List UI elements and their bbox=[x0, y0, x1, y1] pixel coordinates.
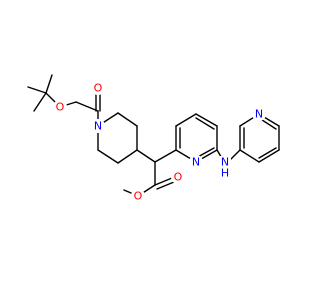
atom-oxygen-boc-ester: O bbox=[56, 101, 65, 114]
bond bbox=[258, 149, 280, 163]
bond bbox=[75, 101, 99, 112]
atom-nitrogen-pyridine-2: N bbox=[255, 108, 263, 121]
bond bbox=[258, 147, 277, 159]
bond bbox=[229, 149, 241, 161]
atom-hydrogen-amine: H bbox=[221, 167, 229, 180]
bond bbox=[154, 149, 177, 163]
bond bbox=[27, 86, 47, 94]
molecule-structure: O O N O O N N H N bbox=[27, 74, 280, 203]
atom-oxygen-ester-carbonyl: O bbox=[174, 171, 183, 184]
bond bbox=[175, 113, 197, 127]
bond bbox=[195, 113, 218, 127]
bond bbox=[45, 74, 53, 94]
bond bbox=[97, 149, 119, 164]
bond bbox=[154, 177, 173, 186]
bond bbox=[195, 117, 215, 130]
atom-nitrogen-pyridine-1: N bbox=[192, 156, 200, 169]
atom-oxygen-methoxy: O bbox=[134, 190, 143, 203]
atom-nitrogen-piperidine: N bbox=[94, 120, 102, 133]
bond bbox=[136, 149, 156, 163]
bond bbox=[33, 92, 47, 112]
bond bbox=[117, 112, 138, 127]
bond bbox=[156, 181, 175, 190]
bond bbox=[239, 149, 260, 163]
atom-oxygen-boc-carbonyl: O bbox=[94, 82, 103, 95]
atom-nitrogen-amine: N bbox=[221, 156, 229, 169]
atom-labels: O O N O O N N H N bbox=[53, 81, 266, 203]
bond bbox=[117, 149, 138, 164]
bonds bbox=[27, 74, 280, 197]
